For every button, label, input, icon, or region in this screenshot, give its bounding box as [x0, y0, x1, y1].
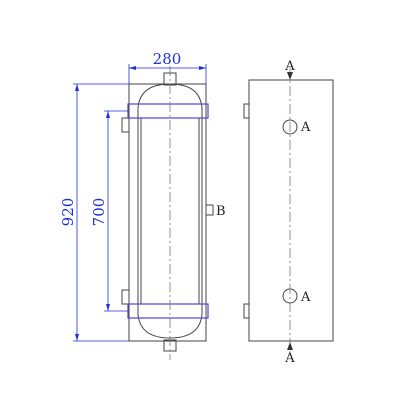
front-view — [121, 72, 214, 352]
bottom-section-arrow — [287, 342, 293, 350]
upper-port-circle — [282, 119, 298, 135]
dimension-arrows — [75, 66, 206, 341]
height-dimension: 920 — [59, 198, 77, 227]
spacing-arrow-bottom — [106, 304, 110, 311]
height-arrow-top — [75, 84, 79, 91]
side-view — [243, 79, 334, 342]
side-port-label: B — [216, 204, 226, 219]
top-section-arrow — [287, 72, 293, 80]
width-arrow-right — [199, 66, 206, 70]
side-lower-tab — [243, 303, 250, 319]
section-markers — [287, 72, 293, 350]
dimension-lines — [73, 64, 207, 342]
height-arrow-bottom — [75, 334, 79, 341]
width-arrow-left — [129, 66, 136, 70]
brackets — [127, 103, 209, 319]
lower-port-label: A — [300, 290, 311, 305]
upper-bracket — [127, 103, 209, 119]
upper-port-label: A — [300, 120, 311, 135]
side-housing — [248, 79, 334, 342]
side-port-b — [205, 204, 214, 216]
lower-bracket — [127, 303, 209, 319]
left-upper-mount — [121, 117, 130, 133]
top-port-label: A — [284, 59, 295, 74]
bottom-port-label: A — [284, 351, 295, 366]
spacing-dimension: 700 — [90, 198, 108, 227]
left-lower-mount — [121, 289, 130, 305]
width-dimension: 280 — [153, 50, 182, 68]
side-upper-tab — [243, 103, 250, 119]
spacing-arrow-top — [106, 111, 110, 118]
